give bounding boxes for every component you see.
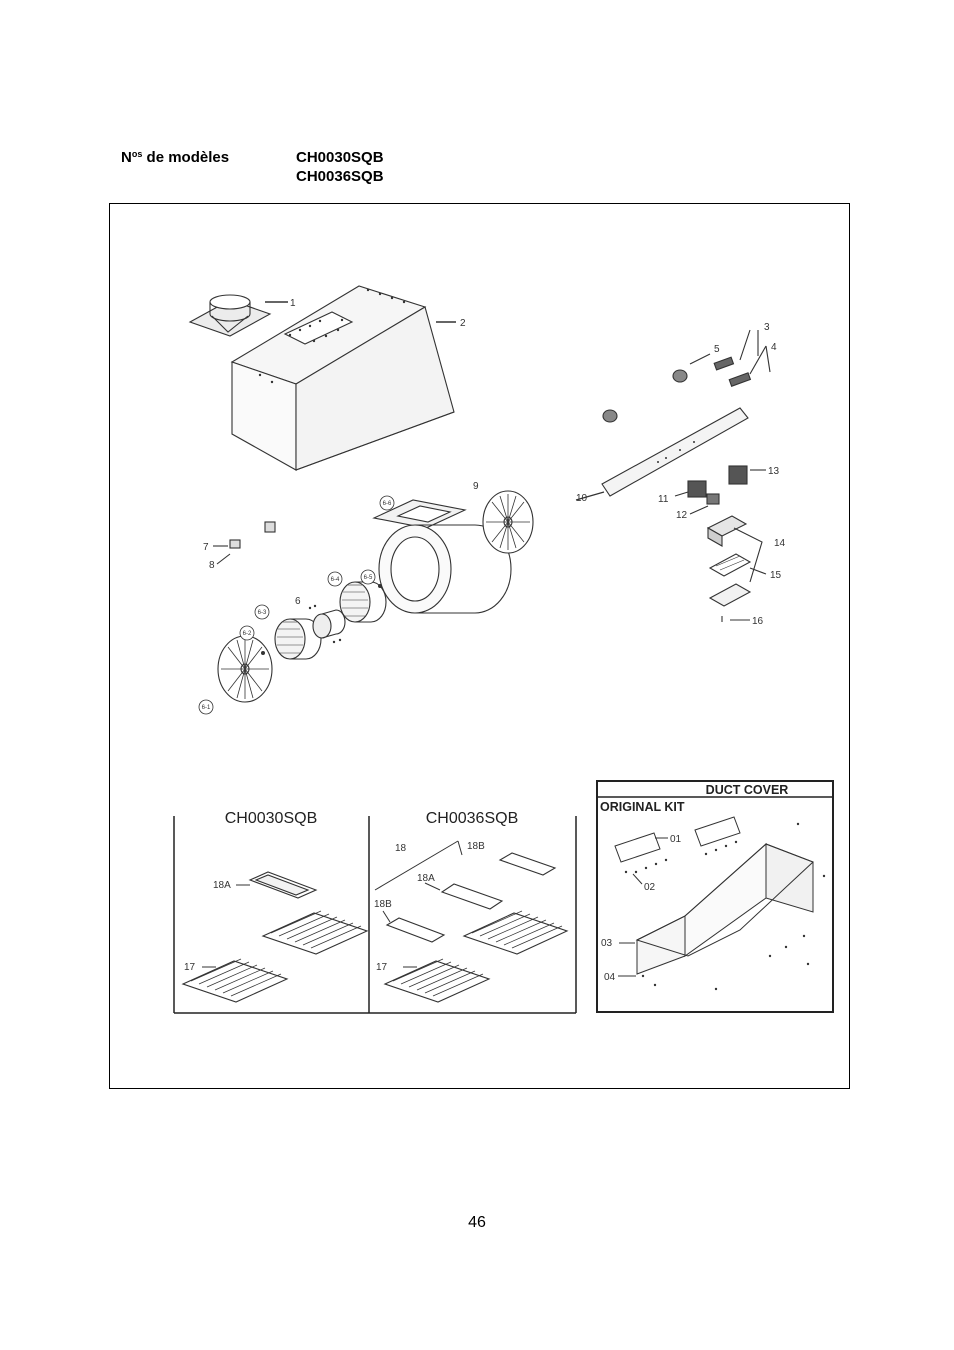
circled-callouts: 6-1 6-2 6-3 6-4 6-5 6-6: [198, 495, 395, 715]
callout-17: 17: [184, 962, 196, 973]
filter-frame-part: [498, 852, 557, 876]
callout-labels: 1 2 3 4 5 6 7 8 9 10 11 12 13 14 15 16: [203, 298, 786, 627]
callout-18: 18: [395, 843, 407, 854]
filter-frame-part: [385, 917, 446, 943]
callout-04: 04: [604, 972, 616, 983]
callout-5: 5: [714, 344, 720, 355]
callout-4: 4: [771, 342, 777, 353]
inlet-grille-part: [482, 490, 534, 554]
page-number: 46: [468, 1214, 486, 1231]
callout-16: 16: [752, 616, 764, 627]
callout-11: 11: [658, 494, 669, 505]
callout-7: 7: [203, 542, 209, 553]
duct-cover-box: DUCT COVER ORIGINAL KIT 01 02: [596, 780, 834, 1013]
filter-frame-part: [440, 883, 504, 910]
duct-cover-subtitle: ORIGINAL KIT: [600, 800, 685, 814]
callout-12: 12: [676, 510, 688, 521]
motor-part: [312, 609, 346, 639]
blower-wheel-part: [339, 581, 387, 623]
callout-6-1: 6-1: [198, 699, 214, 715]
callout-3: 3: [764, 322, 770, 333]
duct-collar-part: [188, 294, 272, 337]
callout-03: 03: [601, 938, 613, 949]
callout-18a: 18A: [213, 880, 231, 891]
panel-title-ch0030sqb: CH0030SQB: [225, 810, 318, 827]
callout-02: 02: [644, 882, 656, 893]
svg-text:6-4: 6-4: [331, 577, 340, 583]
callout-2: 2: [460, 318, 466, 329]
callout-17: 17: [376, 962, 388, 973]
callout-6-4: 6-4: [327, 571, 343, 587]
callout-18a: 18A: [417, 873, 435, 884]
callout-18b: 18B: [374, 899, 392, 910]
callout-6-3: 6-3: [254, 604, 270, 620]
blower-housing-part: [372, 499, 512, 614]
svg-text:6-3: 6-3: [258, 610, 267, 616]
svg-text:6-2: 6-2: [243, 631, 252, 637]
callout-9: 9: [473, 481, 479, 492]
inlet-grille-part: [217, 635, 273, 703]
duct-cover-title: DUCT COVER: [706, 783, 789, 797]
callout-1: 1: [290, 298, 296, 309]
svg-text:6-6: 6-6: [383, 501, 392, 507]
bracket-part: [694, 816, 741, 847]
callout-13: 13: [768, 466, 780, 477]
screw-icons: [624, 822, 826, 991]
filter-panels: [173, 816, 577, 1014]
callout-18b: 18B: [467, 841, 485, 852]
callout-01: 01: [670, 834, 682, 845]
callout-6-5: 6-5: [360, 569, 376, 585]
filter-callouts: 18A 17 18 18B 18A 18B 17: [184, 841, 485, 973]
parts-diagram-frame: 1 2 3 4 5 6 7 8 9 10 11 12 13 14 15 16 6…: [109, 203, 850, 1089]
panel-title-ch0036sqb: CH0036SQB: [426, 810, 519, 827]
model-number: CH0030SQB: [296, 149, 384, 166]
callout-6-2: 6-2: [239, 625, 255, 641]
hood-body-part: [230, 285, 455, 471]
callout-8: 8: [209, 560, 215, 571]
blower-wheel-part: [274, 618, 322, 660]
filter-slats: [190, 910, 563, 997]
callout-6: 6: [295, 596, 301, 607]
callout-14: 14: [774, 538, 786, 549]
bracket-part: [614, 832, 661, 863]
callout-6-6: 6-6: [379, 495, 395, 511]
model-number: CH0036SQB: [296, 168, 384, 185]
models-label: Nos de modèles: [121, 149, 230, 166]
callout-15: 15: [770, 570, 782, 581]
svg-text:6-5: 6-5: [364, 575, 373, 581]
callout-10: 10: [576, 493, 588, 504]
exploded-parts-diagram: 1 2 3 4 5 6 7 8 9 10 11 12 13 14 15 16 6…: [173, 285, 834, 1014]
svg-text:6-1: 6-1: [202, 705, 211, 711]
control-panel-part: [601, 407, 749, 497]
